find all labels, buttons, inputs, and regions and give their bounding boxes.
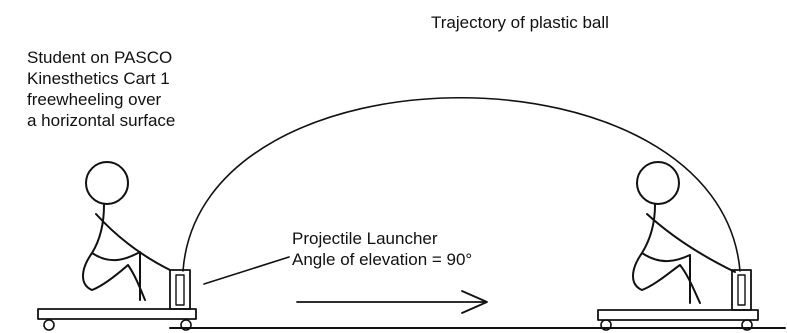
left-student-head <box>85 161 129 205</box>
motion-arrow <box>296 290 488 314</box>
left-cart <box>37 308 197 331</box>
student-label-line: a horizontal surface <box>27 111 176 130</box>
right-student-body <box>632 204 736 304</box>
student-cart-label: Student on PASCO Kinesthetics Cart 1 fre… <box>27 47 175 131</box>
student-label-line: Student on PASCO <box>27 48 173 67</box>
right-student-head <box>636 161 680 205</box>
right-student-figure <box>632 161 736 304</box>
left-student-figure <box>82 161 171 301</box>
trajectory-label: Trajectory of plastic ball <box>431 13 609 32</box>
launcher-label-line: Angle of elevation = 90° <box>292 250 473 269</box>
launcher-leader-line <box>203 256 290 285</box>
launcher-label-line: Projectile Launcher <box>292 229 438 248</box>
right-launcher <box>731 269 752 311</box>
trajectory-arc <box>182 96 741 272</box>
left-launcher <box>169 269 191 310</box>
left-student-body <box>82 204 171 301</box>
student-label-line: Kinesthetics Cart 1 <box>27 69 170 88</box>
launcher-label: Projectile Launcher Angle of elevation =… <box>292 228 472 270</box>
student-label-line: freewheeling over <box>27 90 162 109</box>
right-cart <box>597 309 759 331</box>
